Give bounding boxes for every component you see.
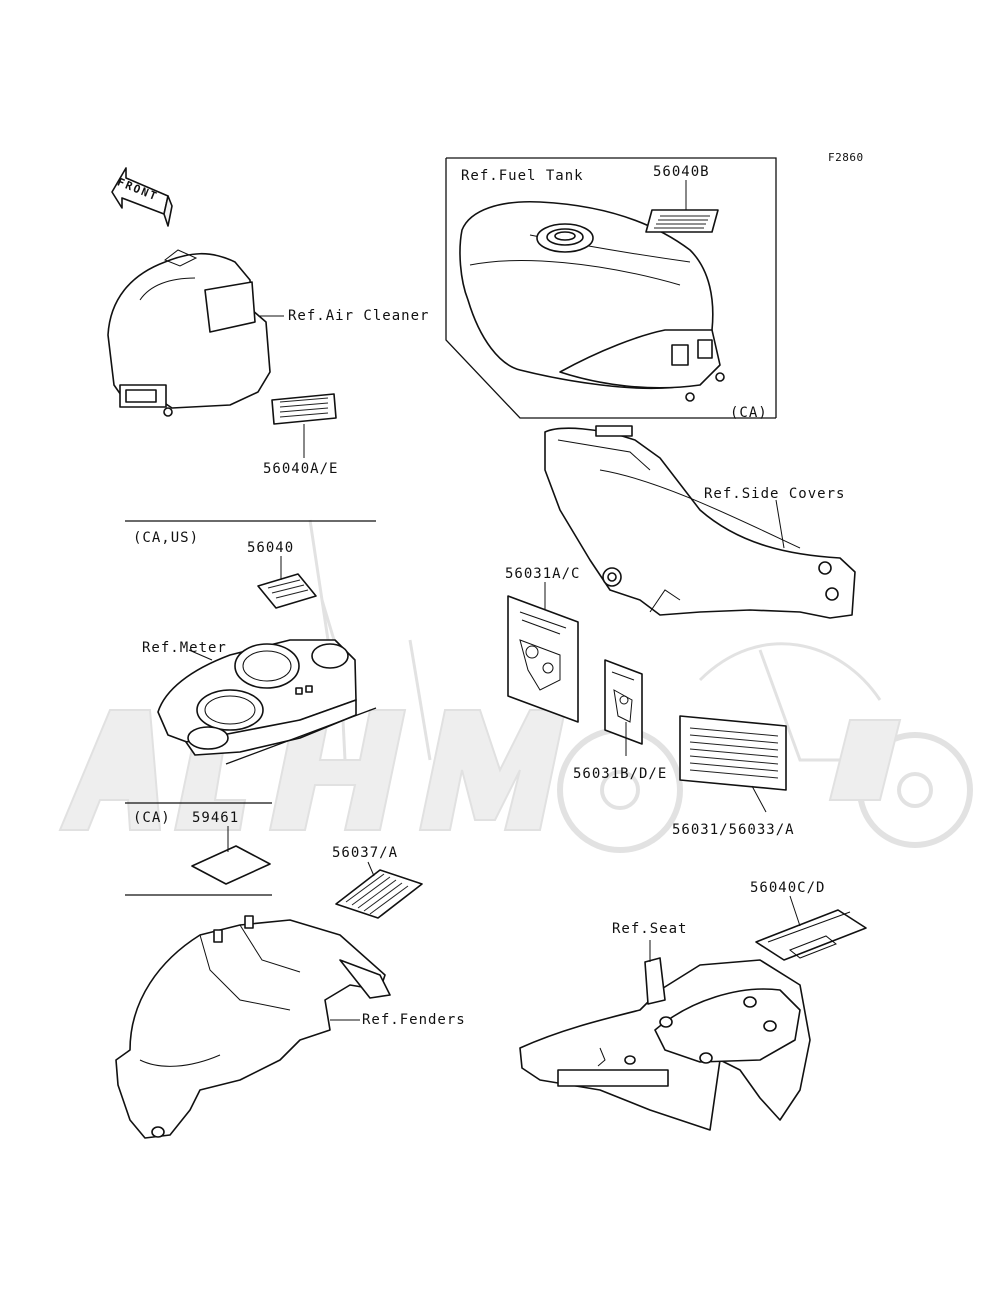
fuel-tank-drawing	[459, 180, 725, 402]
part-56031bde-label: 56031B/D/E	[573, 766, 668, 782]
seat-drawing	[519, 940, 811, 1131]
side-cover-drawing	[544, 425, 856, 619]
part-59461-label: 59461	[192, 810, 240, 826]
fuel-tank-frame	[445, 157, 777, 419]
ref-fenders-label: Ref.Fenders	[362, 1012, 466, 1028]
label-56040ae-sticker	[271, 393, 337, 425]
ref-seat-label: Ref.Seat	[612, 921, 688, 937]
front-direction-arrow-icon	[111, 167, 173, 227]
part-56040cd-label: 56040C/D	[750, 880, 826, 896]
part-56037a-label: 56037/A	[332, 845, 399, 861]
part-56040b-label: 56040B	[653, 164, 710, 180]
ref-side-covers-label: Ref.Side Covers	[704, 486, 846, 502]
label-56031-56033a-sticker	[679, 715, 787, 791]
meter-drawing	[157, 639, 357, 756]
part-56040ae-label: 56040A/E	[263, 461, 339, 477]
label-56031bde-card	[604, 659, 643, 745]
air-cleaner-drawing	[107, 249, 337, 458]
label-56040b-sticker	[645, 209, 719, 233]
meter-region-ca-us-label: (CA,US)	[133, 530, 200, 546]
label-56031ac-card	[507, 595, 579, 723]
meter-divider	[225, 707, 377, 765]
label-56040cd-sticker	[755, 909, 867, 961]
figure-code: F2860	[828, 151, 864, 164]
part-56031-56033a-label: 56031/56033/A	[672, 822, 795, 838]
part-56031ac-label: 56031A/C	[505, 566, 581, 582]
region-ca-label: (CA)	[133, 810, 171, 826]
label-59461-sticker	[191, 845, 271, 885]
part-56040-label: 56040	[247, 540, 295, 556]
ref-fuel-tank-label: Ref.Fuel Tank	[461, 168, 584, 184]
fuel-tank-region-ca-label: (CA)	[730, 405, 768, 421]
label-56037a-sticker	[335, 869, 423, 919]
fender-drawing	[115, 915, 391, 1139]
ref-air-cleaner-label: Ref.Air Cleaner	[288, 308, 430, 324]
label-56040-sticker	[257, 573, 317, 609]
ref-meter-label: Ref.Meter	[142, 640, 227, 656]
